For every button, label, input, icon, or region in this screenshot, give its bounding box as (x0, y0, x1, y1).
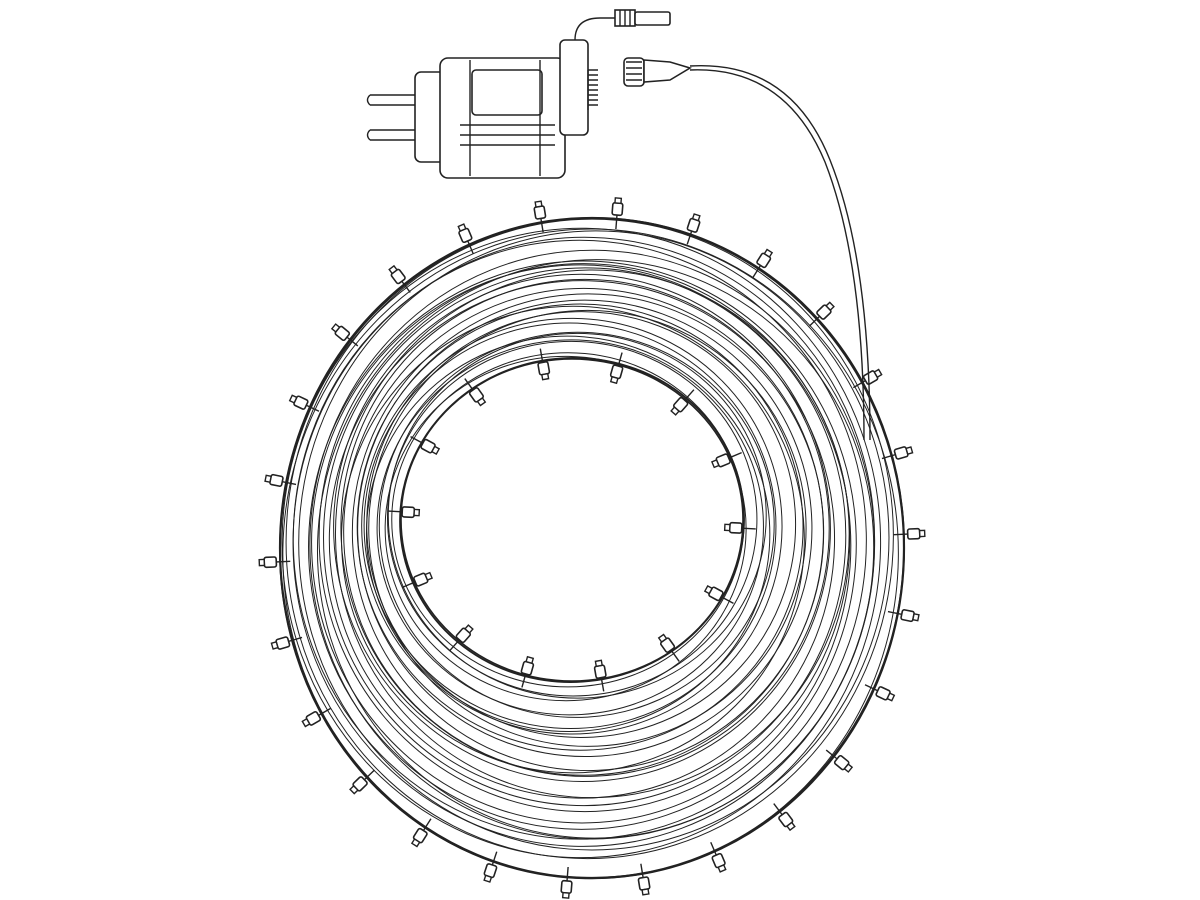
led-bulb (723, 521, 756, 534)
led-bulbs (258, 197, 926, 899)
coil-wire-loop (366, 311, 797, 738)
coil-wire-loop (387, 332, 767, 699)
coil-wire-loop (328, 280, 836, 799)
led-bulb (657, 633, 680, 662)
led-bulb (402, 571, 434, 589)
coil-wire-loop (308, 260, 857, 830)
coil-wire-loop (298, 230, 890, 851)
led-bulb (449, 624, 474, 651)
led-bulb (686, 213, 701, 245)
coil-wire-loop (357, 299, 813, 758)
lead-cable (623, 57, 871, 441)
coil-wire-loop (316, 259, 875, 839)
wire-coil (278, 216, 906, 880)
led-bulb (457, 223, 474, 255)
coil-wire-loop (279, 217, 905, 879)
led-bulb (809, 301, 835, 327)
coil-center-hole (400, 358, 744, 682)
coil-wire-loop (391, 352, 745, 688)
led-bulb (537, 348, 551, 381)
led-bulb (703, 584, 734, 605)
led-bulb (410, 435, 441, 456)
led-bulb (288, 394, 320, 412)
led-bulb (483, 851, 498, 883)
coil-wire-loop (384, 355, 747, 702)
led-bulb (330, 323, 359, 347)
led-bulb (864, 684, 896, 702)
led-bulb (752, 248, 774, 278)
led-bulb (710, 451, 742, 469)
plug-pins (370, 94, 415, 141)
led-bulb (410, 818, 432, 848)
led-bulb (852, 368, 883, 389)
coil-wire-loop (376, 339, 764, 716)
led-bulb (270, 636, 303, 650)
coil-wire-loop (292, 236, 876, 847)
led-bulb (520, 655, 535, 688)
led-bulb (258, 556, 291, 569)
led-bulb (887, 609, 920, 623)
led-bulb (388, 506, 421, 519)
led-bulb (301, 707, 332, 728)
adapter-cable (574, 17, 615, 41)
coil-wire-loop (323, 267, 847, 807)
led-bulb (533, 200, 547, 233)
coil-wire-loop (368, 309, 807, 747)
coil-wire-loop (343, 287, 824, 776)
coil-wire-loop (363, 322, 777, 730)
led-bulb (349, 769, 375, 795)
led-bulb (609, 352, 624, 385)
led-bulb (893, 527, 926, 540)
coil-wire-loop (378, 331, 775, 718)
coil-wire-loop (318, 263, 851, 813)
led-bulb (710, 841, 727, 873)
led-bulb (593, 659, 607, 692)
coil-wire-loop (333, 273, 831, 783)
led-bulb (881, 446, 914, 460)
coil-wire-loop (361, 317, 783, 735)
coil-wire-loop (334, 269, 850, 799)
coil-wire-loop (340, 278, 830, 777)
led-bulb (670, 389, 695, 416)
led-bulb (388, 264, 411, 293)
led-bulb (464, 378, 487, 407)
coil-wire-loop (281, 227, 882, 859)
coil-wire-loop (387, 340, 758, 697)
led-bulb (264, 473, 297, 487)
led-bulb (560, 866, 573, 899)
power-adapter (366, 9, 671, 179)
led-bulb (825, 749, 854, 773)
led-bulb (773, 803, 796, 832)
adapter-side (559, 39, 589, 136)
led-bulb (637, 863, 651, 896)
coil-wire-loop (311, 264, 852, 824)
led-bulb (611, 197, 624, 230)
adapter-label (471, 69, 543, 116)
